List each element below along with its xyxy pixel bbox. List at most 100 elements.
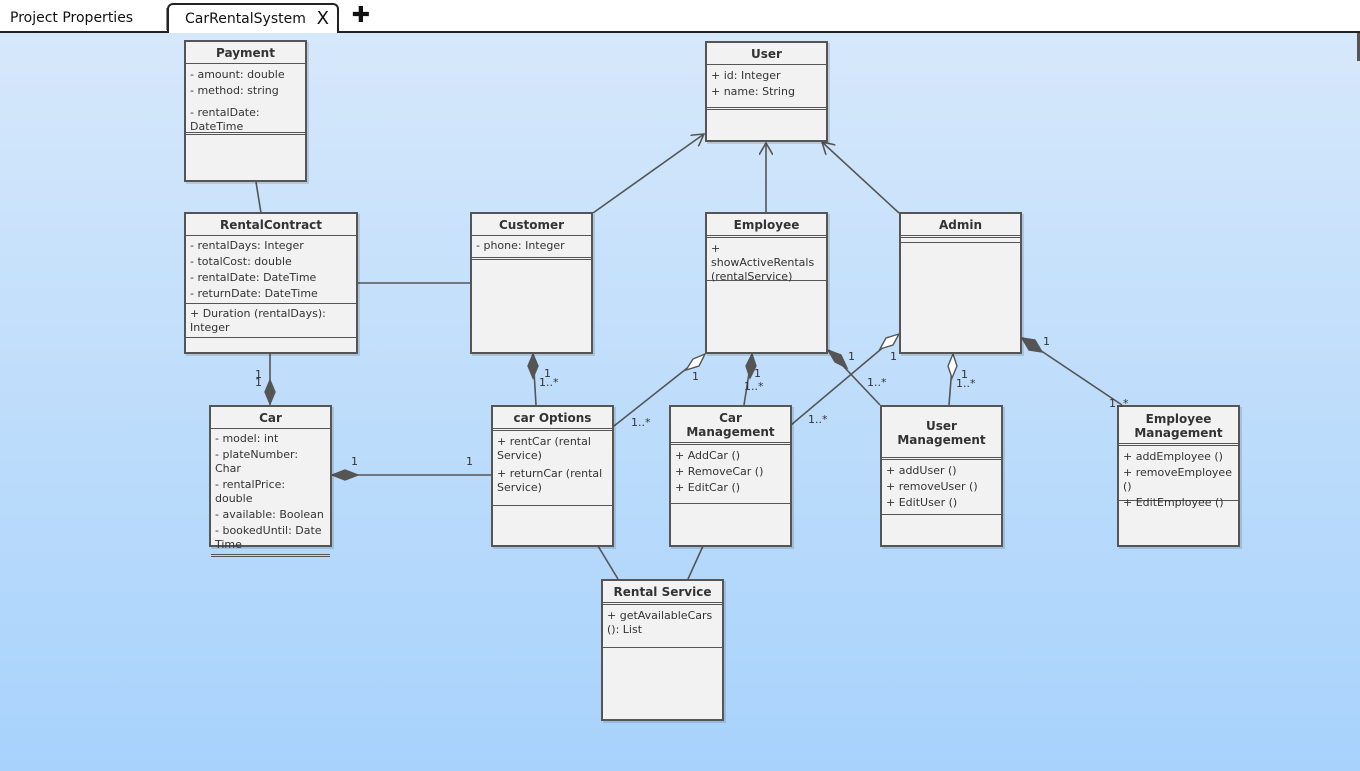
class-user[interactable]: User + id: Integer + name: String [705, 41, 828, 142]
class-user-management[interactable]: User Management + addUser () + removeUse… [880, 405, 1003, 547]
multiplicity-label: 1 [466, 455, 473, 468]
multiplicity-label: 1 [544, 367, 551, 380]
operation: + RemoveCar () [675, 465, 764, 478]
operation: + Duration (rentalDays): Integer [190, 307, 326, 334]
add-tab-icon[interactable]: ✚ [351, 3, 371, 28]
class-car[interactable]: Car - model: int - plateNumber: Char - r… [209, 405, 332, 557]
operations-section: + showActiveRentals (rentalService) [707, 235, 826, 283]
operations-section: + addUser () + removeUser () + EditUser … [882, 457, 1001, 514]
diamond-admin-employeemanagement [1020, 337, 1044, 353]
class-name: Payment [216, 46, 275, 60]
attribute: + id: Integer [711, 69, 781, 82]
multiplicity-label: 1..* [956, 377, 976, 390]
extra-section [1119, 500, 1238, 501]
class-rental-contract[interactable]: RentalContract - rentalDays: Integer - t… [184, 212, 358, 354]
class-name: User Management [897, 419, 986, 447]
multiplicity-label: 1..* [808, 413, 828, 426]
multiplicity-label: 1 [890, 350, 897, 363]
multiplicity-label: 1 [692, 370, 699, 383]
attributes-section: - model: int - plateNumber: Char - renta… [211, 428, 330, 552]
class-admin[interactable]: Admin [899, 212, 1022, 354]
operations-section [211, 554, 330, 557]
attributes-section: - amount: double - method: string - rent… [186, 63, 305, 133]
diamond-car-caroptions [330, 469, 360, 481]
multiplicity-label: 1 [848, 350, 855, 363]
attribute: - rentalDate: DateTime [190, 271, 317, 284]
attribute: - phone: Integer [476, 239, 565, 252]
class-name: Employee Management [1134, 412, 1223, 440]
vertical-scrollbar[interactable] [1357, 33, 1360, 61]
close-icon[interactable]: X [316, 8, 329, 29]
generalization-customer-user [592, 134, 704, 214]
operations-section: + addEmployee () + removeEmployee () + E… [1119, 443, 1238, 509]
tab-car-rental-system[interactable]: CarRentalSystem X [167, 3, 339, 33]
tab-bar: Project Properties CarRentalSystem X ✚ [0, 0, 1360, 33]
class-name: RentalContract [219, 218, 323, 232]
operations-section: + rentCar (rental Service) + returnCar (… [493, 428, 612, 505]
multiplicity-label: 1 [754, 367, 761, 380]
class-name: car Options [513, 411, 592, 425]
class-name: User [751, 47, 782, 61]
operation: + AddCar () [675, 449, 741, 462]
link-carmanagement-rentalservice [687, 545, 704, 580]
attribute: - totalCost: double [190, 255, 292, 268]
operation: + rentCar (rental Service) [497, 435, 591, 462]
attribute: - model: int [215, 432, 279, 445]
attributes-section [901, 235, 1020, 242]
tab-project-properties[interactable]: Project Properties [0, 6, 166, 31]
class-name: Customer [498, 218, 565, 232]
extra-section [671, 503, 790, 504]
operation: + addUser () [886, 464, 957, 477]
diamond-employee-usermanagement [826, 348, 849, 370]
diamond-rentalcontract-car [264, 378, 276, 406]
attribute: - available: Boolean [215, 508, 324, 521]
multiplicity-label: 1..* [631, 416, 651, 429]
class-car-options[interactable]: car Options + rentCar (rental Service) +… [491, 405, 614, 547]
attributes-section: - rentalDays: Integer - totalCost: doubl… [186, 235, 356, 301]
operation: + returnCar (rental Service) [497, 467, 603, 494]
operation: + EditUser () [886, 496, 958, 509]
attributes-section: - phone: Integer [472, 235, 591, 257]
operations-section: + Duration (rentalDays): Integer [186, 303, 356, 335]
class-payment[interactable]: Payment - amount: double - method: strin… [184, 40, 307, 182]
operation: + addEmployee () [1123, 450, 1223, 463]
extra-section [186, 337, 356, 338]
multiplicity-label: 1..* [1109, 397, 1129, 410]
operation: + EditCar () [675, 481, 741, 494]
class-name: Rental Service [613, 585, 712, 599]
attribute: - plateNumber: Char [215, 448, 299, 475]
tab-label: CarRentalSystem [185, 11, 306, 27]
operation: + removeUser () [886, 480, 978, 493]
tab-separator [166, 8, 167, 30]
class-rental-service[interactable]: Rental Service + getAvailableCars (): Li… [601, 579, 724, 721]
link-caroptions-rentalservice [597, 545, 619, 580]
class-car-management[interactable]: Car Management + AddCar () + RemoveCar (… [669, 405, 792, 547]
multiplicity-label: 1 [255, 368, 262, 381]
multiplicity-label: 1..* [539, 376, 559, 389]
class-employee[interactable]: Employee + showActiveRentals (rentalServ… [705, 212, 828, 354]
operations-section [186, 132, 305, 135]
operations-section [472, 257, 591, 260]
tab-bar-divider [0, 31, 1360, 33]
multiplicity-label: 1..* [744, 380, 764, 393]
class-name: Car [259, 411, 282, 425]
attribute: - method: string [190, 84, 279, 97]
operation: + showActiveRentals (rentalService) [711, 242, 815, 283]
attributes-section: + id: Integer + name: String [707, 64, 826, 105]
multiplicity-label: 1 [255, 376, 262, 389]
extra-section [882, 514, 1001, 515]
operation: + getAvailableCars (): List [607, 609, 713, 636]
class-employee-management[interactable]: Employee Management + addEmployee () + r… [1117, 405, 1240, 547]
operation: + removeEmployee () [1123, 466, 1232, 493]
extra-section [707, 280, 826, 281]
multiplicity-label: 1..* [867, 376, 887, 389]
operations-section: + getAvailableCars (): List [603, 602, 722, 647]
class-customer[interactable]: Customer - phone: Integer [470, 212, 593, 354]
diamond-employee-carmanagement [745, 352, 757, 380]
attribute: - returnDate: DateTime [190, 287, 318, 300]
class-name: Car Management [686, 411, 775, 439]
attribute: - rentalDays: Integer [190, 239, 304, 252]
extra-section [493, 505, 612, 506]
attribute: - amount: double [190, 68, 285, 81]
